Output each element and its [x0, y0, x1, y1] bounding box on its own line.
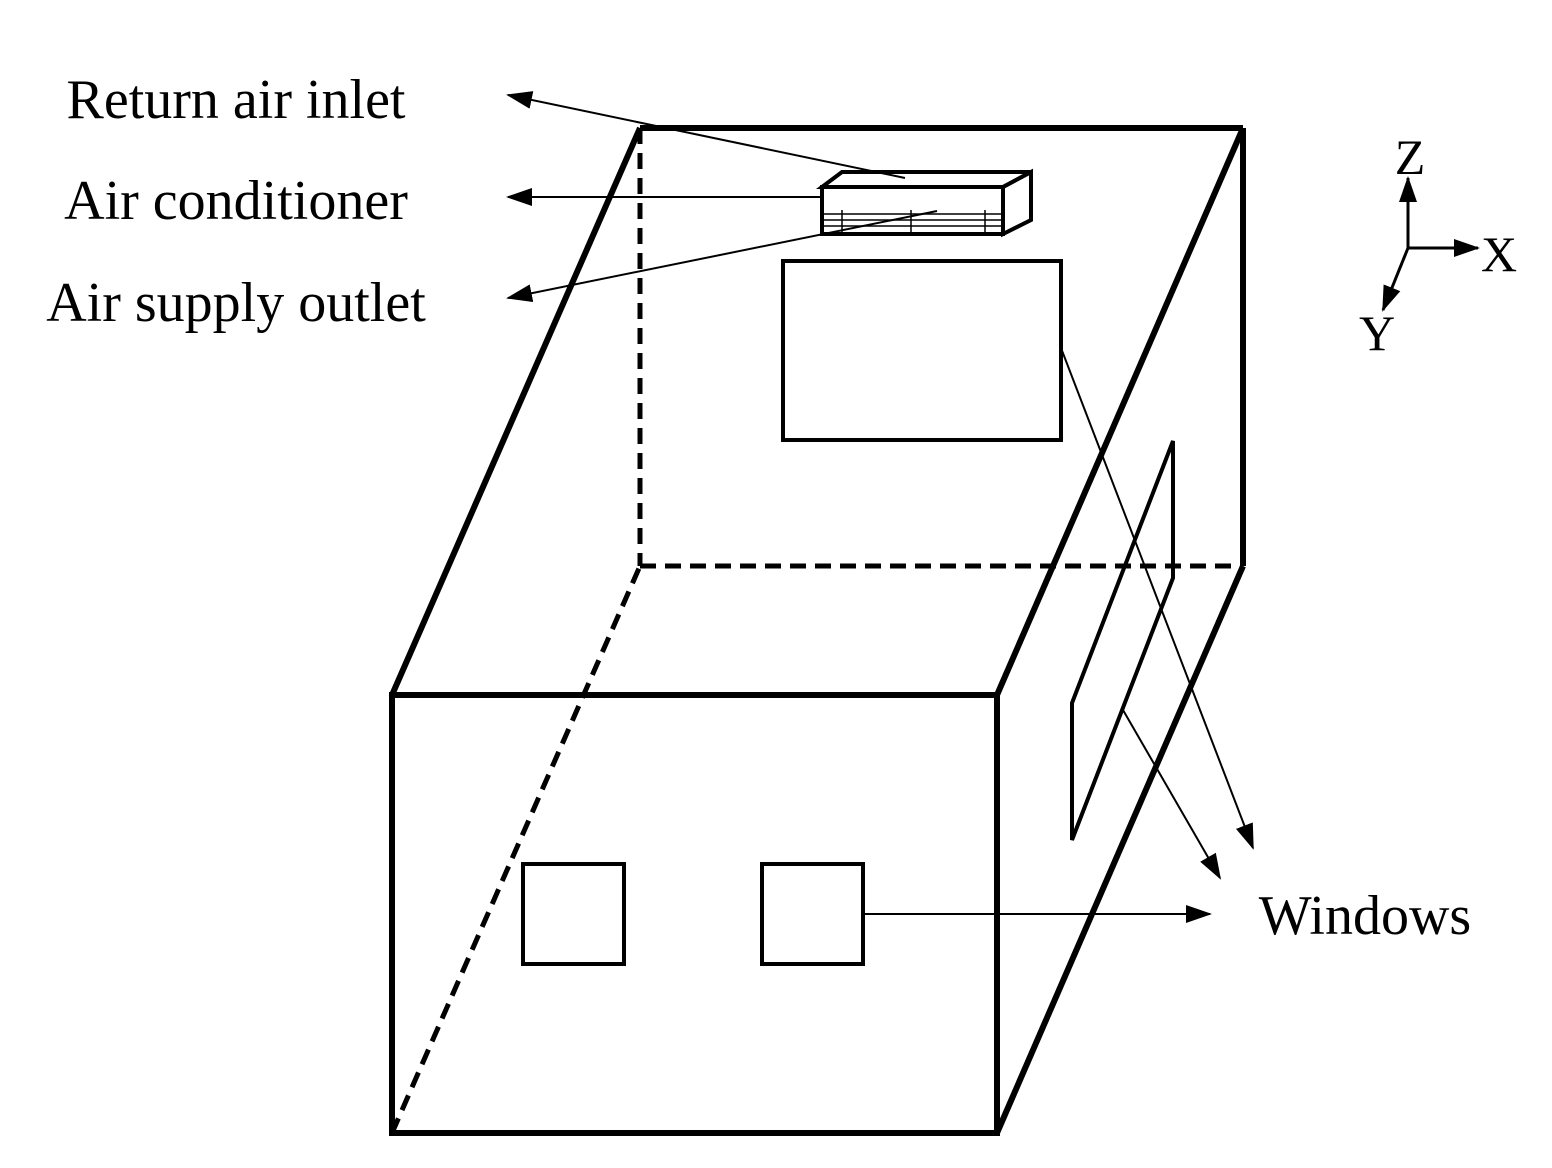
arrow-return-air-inlet [506, 91, 906, 179]
air-conditioner-unit [816, 168, 1033, 238]
ac-top-face [816, 170, 1032, 189]
room-hidden-edges [389, 128, 1243, 1135]
axis-label-x: X [1481, 226, 1517, 282]
back-wall-window [781, 259, 1063, 442]
coordinate-axes [1381, 176, 1480, 312]
room-top-left-edge [389, 126, 643, 697]
label-windows: Windows [1259, 885, 1471, 947]
hidden-bottom-left-edge [389, 564, 643, 1135]
room-bottom-right-edge [994, 564, 1246, 1135]
label-air-conditioner: Air conditioner [64, 170, 408, 232]
axis-label-y: Y [1359, 305, 1395, 361]
front-window-right [760, 862, 865, 966]
leader-arrows [506, 91, 1254, 923]
side-wall-window [1070, 440, 1175, 841]
axis-label-z: Z [1395, 129, 1426, 185]
label-return-air-inlet: Return air inlet [66, 69, 405, 131]
ac-side-face [1001, 168, 1033, 238]
ac-front-face [820, 185, 1005, 236]
y-axis-arrow [1381, 247, 1410, 312]
arrow-air-supply-outlet [506, 210, 938, 303]
room-top-right-edge [994, 126, 1246, 697]
room-box [389, 125, 1246, 1136]
label-air-supply-outlet: Air supply outlet [46, 272, 426, 334]
arrow-window-back-wall [1060, 347, 1254, 850]
arrow-window-side-wall [1122, 709, 1222, 880]
front-window-left [521, 862, 626, 966]
